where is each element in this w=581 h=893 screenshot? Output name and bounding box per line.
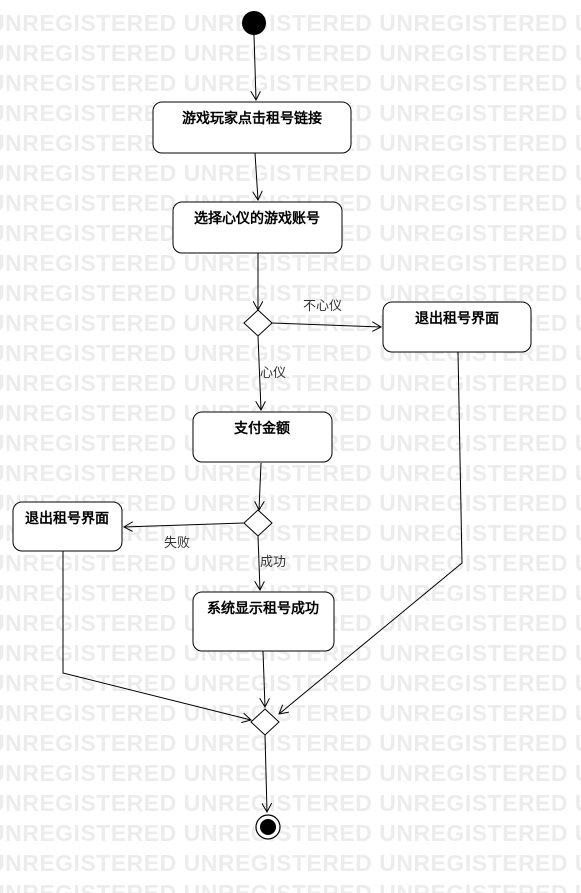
edge-success-to-merge xyxy=(263,650,265,707)
edge-exit-top-to-merge xyxy=(279,351,463,714)
initial-node xyxy=(242,11,266,35)
edge-exit-left-to-merge xyxy=(62,551,251,720)
activity-success-label: 系统显示租号成功 xyxy=(207,600,319,617)
decision-node-account xyxy=(243,309,273,337)
merge-node xyxy=(250,708,280,736)
activity-click-link-label: 游戏玩家点击租号链接 xyxy=(182,110,322,127)
decision-node-payment xyxy=(243,509,273,537)
edge-decision1-to-pay xyxy=(258,335,261,410)
edge-click-to-select xyxy=(255,152,258,200)
edge-decision2-to-exit-left xyxy=(124,523,245,527)
activity-exit-top-label: 退出租号界面 xyxy=(415,310,499,327)
activity-success: 系统显示租号成功 xyxy=(192,591,335,652)
activity-exit-top: 退出租号界面 xyxy=(382,301,532,353)
guard-not-satisfied: 不心仪 xyxy=(303,299,342,314)
activity-select-account-label: 选择心仪的游戏账号 xyxy=(194,210,320,227)
guard-fail: 失败 xyxy=(164,536,190,551)
final-node-core xyxy=(260,819,276,835)
edge-decision1-to-exit-top xyxy=(271,323,381,327)
activity-exit-left-label: 退出租号界面 xyxy=(25,510,109,527)
activity-pay: 支付金额 xyxy=(192,411,333,463)
activity-select-account: 选择心仪的游戏账号 xyxy=(172,201,343,254)
edge-decision2-to-success xyxy=(258,535,260,590)
activity-pay-label: 支付金额 xyxy=(233,420,290,437)
edge-merge-to-end xyxy=(265,734,267,812)
edge-pay-to-decision2 xyxy=(259,462,261,510)
guard-ok: 成功 xyxy=(260,555,286,570)
edge-start-to-click xyxy=(254,34,256,100)
activity-exit-left: 退出租号界面 xyxy=(12,501,123,552)
activity-click-link: 游戏玩家点击租号链接 xyxy=(152,101,352,154)
guard-satisfied: 心仪 xyxy=(260,366,286,381)
